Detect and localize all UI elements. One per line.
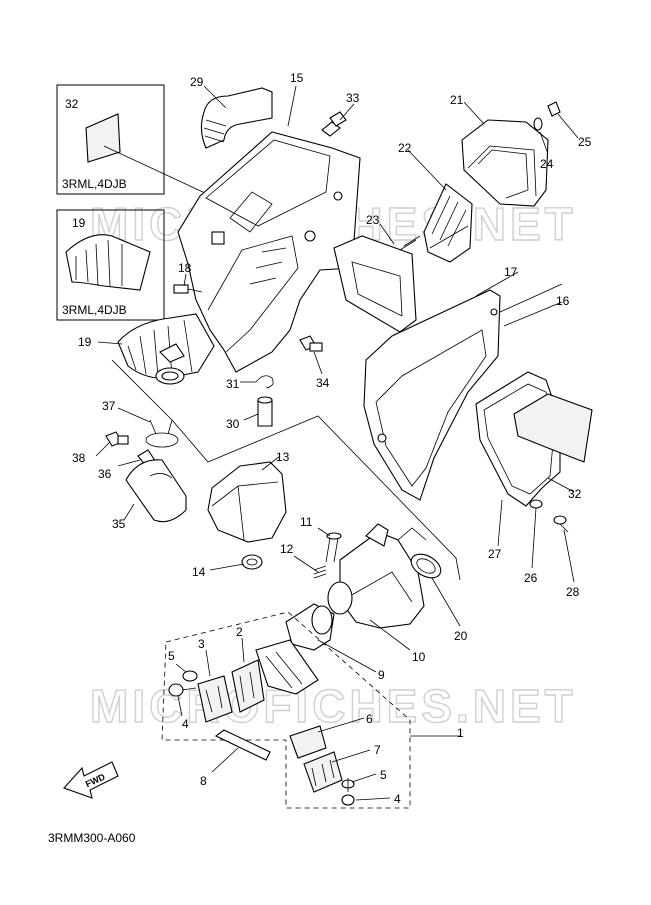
callout-27: 27 — [488, 547, 502, 561]
part-33-bolt — [321, 111, 347, 137]
part-30-collar — [257, 396, 273, 427]
diagram-code: 3RMM300-A060 — [48, 831, 136, 845]
callout-35: 35 — [112, 517, 126, 531]
part-reed-block — [255, 639, 319, 695]
part-12-spring — [313, 565, 327, 579]
watermark-bottom: MICROFICHES.NET — [90, 680, 577, 732]
callout-30: 30 — [226, 417, 240, 431]
callout-33: 33 — [346, 91, 360, 105]
part-15-airbox — [177, 131, 361, 373]
part-20-band — [410, 553, 442, 579]
part-13-cover — [207, 461, 287, 543]
callout-19: 19 — [78, 335, 92, 349]
callout-26: 26 — [524, 571, 538, 585]
inset-box-32: 32 3RML,4DJB — [56, 84, 221, 201]
callout-23: 23 — [366, 213, 380, 227]
inset-32-part-number: 32 — [65, 97, 79, 111]
callout-36: 36 — [98, 467, 112, 481]
part-37-clamp — [145, 419, 179, 448]
part-3-plate — [197, 675, 233, 723]
callout-31: 31 — [226, 377, 240, 391]
callout-5-left: 5 — [168, 649, 175, 663]
callout-9: 9 — [378, 668, 385, 682]
callout-7: 7 — [374, 743, 381, 757]
callout-14: 14 — [192, 565, 206, 579]
callout-5-right: 5 — [380, 768, 387, 782]
callout-8: 8 — [200, 774, 207, 788]
callout-6: 6 — [366, 712, 373, 726]
part-23-filter-element — [333, 235, 421, 333]
part-18-bolt — [173, 284, 203, 294]
part-8-gasket — [214, 729, 271, 761]
part-11-bolt — [325, 532, 342, 563]
callout-3: 3 — [198, 637, 205, 651]
callout-18: 18 — [178, 261, 192, 275]
part-28-screw — [553, 515, 569, 533]
callout-22: 22 — [398, 141, 412, 155]
inset-box-19: 19 3RML,4DJB — [56, 209, 165, 321]
part-14-clamp — [241, 554, 263, 570]
callout-25: 25 — [578, 135, 592, 149]
inset-19-models: 3RML,4DJB — [62, 303, 127, 317]
part-17-side-cover — [363, 289, 501, 501]
callout-32: 32 — [568, 487, 582, 501]
callout-12: 12 — [280, 542, 294, 556]
part-31-clip — [255, 375, 274, 389]
callout-10: 10 — [412, 650, 426, 664]
callout-21: 21 — [450, 93, 464, 107]
part-38-screw — [105, 431, 129, 447]
callout-numbers: 1 2 3 4 4 5 5 6 7 8 9 10 11 12 13 14 15 … — [72, 71, 592, 806]
inset-19-part-number: 19 — [72, 216, 86, 230]
callout-1: 1 — [457, 726, 464, 740]
part-2-reed — [231, 659, 265, 713]
part-22-filter-cage — [423, 183, 473, 263]
callout-17: 17 — [504, 265, 518, 279]
callout-29: 29 — [190, 75, 204, 89]
callout-4-right: 4 — [394, 792, 401, 806]
part-9-manifold — [285, 603, 335, 651]
callout-37: 37 — [102, 399, 116, 413]
part-24-washer — [533, 117, 543, 131]
callout-24: 24 — [540, 157, 554, 171]
part-19-joint — [117, 313, 215, 385]
callout-34: 34 — [316, 376, 330, 390]
part-4-screw-right — [341, 778, 355, 806]
part-7-plate — [303, 751, 343, 793]
callout-38: 38 — [72, 451, 86, 465]
part-10-carburetor — [327, 523, 427, 629]
part-5-washer-left — [182, 670, 198, 682]
part-4-screw-left — [168, 683, 197, 697]
callout-11: 11 — [300, 515, 313, 529]
inset-32-models: 3RML,4DJB — [62, 177, 127, 191]
callout-20: 20 — [454, 629, 468, 643]
part-32-decal — [513, 393, 593, 463]
leader-lines — [95, 85, 579, 801]
part-6-reed — [289, 725, 327, 759]
callout-2: 2 — [236, 625, 243, 639]
callout-13: 13 — [276, 450, 290, 464]
callout-16: 16 — [556, 294, 570, 308]
part-35-sleeve — [125, 459, 187, 523]
callout-28: 28 — [566, 585, 580, 599]
part-26-grommet — [529, 499, 543, 509]
part-25-nut — [547, 101, 561, 117]
callout-4-left: 4 — [182, 717, 189, 731]
part-29-elbow — [200, 87, 273, 149]
part-34-bolt — [299, 335, 323, 352]
part-21-filter-cover — [461, 119, 549, 207]
callout-15: 15 — [290, 71, 304, 85]
fwd-arrow-icon: FWD — [63, 761, 119, 799]
